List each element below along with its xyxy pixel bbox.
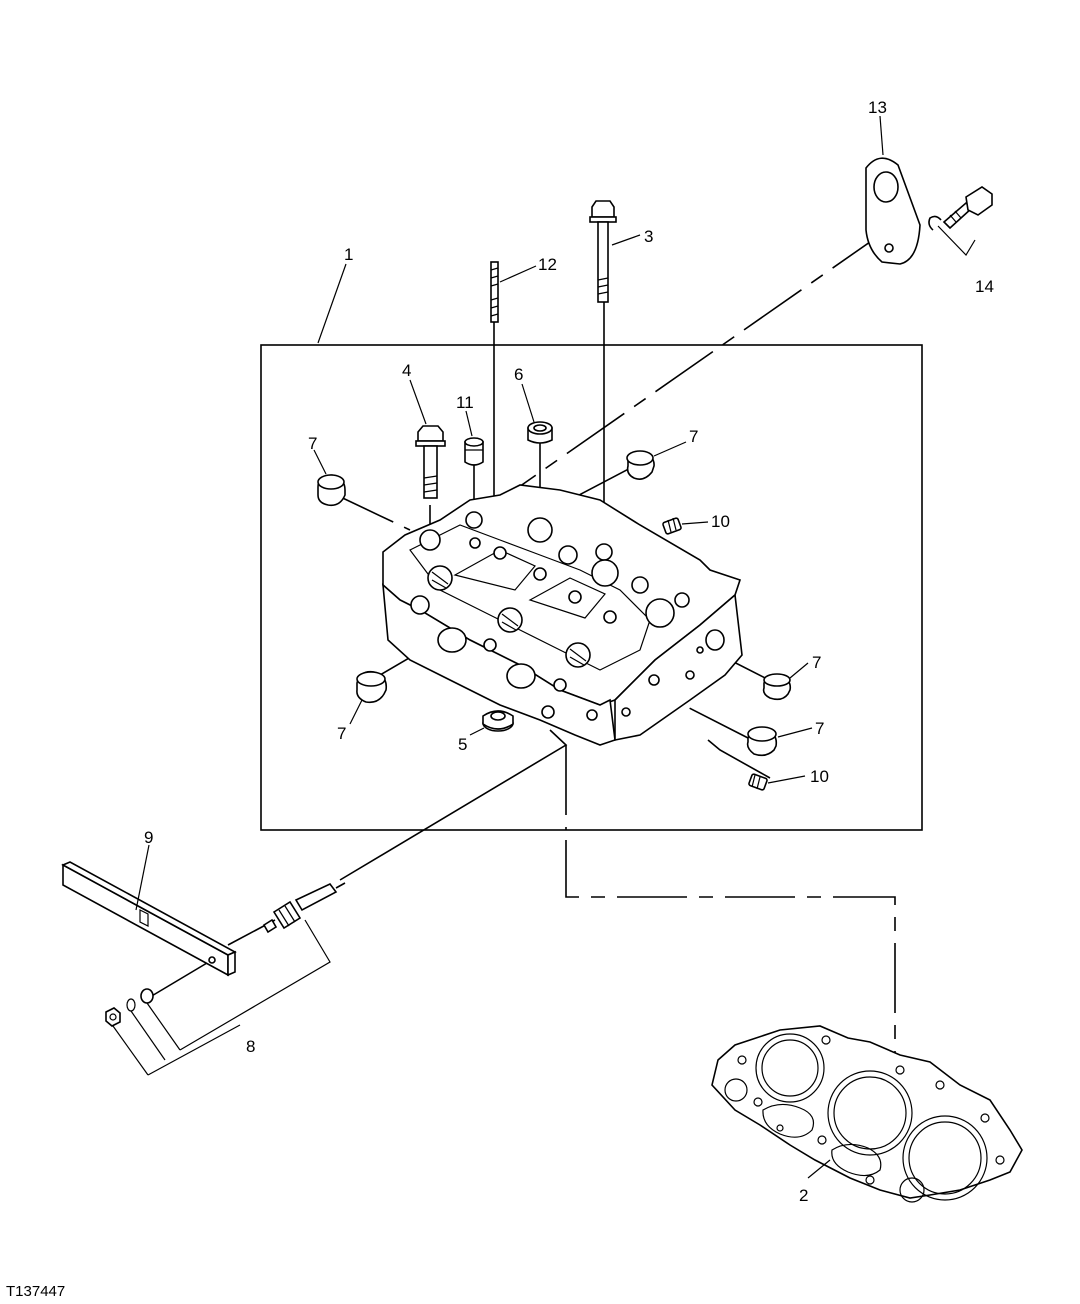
callout-14: 14 <box>975 277 994 296</box>
callout-1: 1 <box>344 245 353 264</box>
callout-7d: 7 <box>812 653 821 672</box>
plug-part-7-lower-right <box>746 726 778 757</box>
stud-part-12 <box>490 261 499 323</box>
callout-8: 8 <box>246 1037 255 1056</box>
seal-part-5 <box>482 710 514 732</box>
cylinder-head-body <box>382 484 743 746</box>
cap-screw-part-4 <box>415 425 446 499</box>
callout-7a: 7 <box>308 434 317 453</box>
callout-4: 4 <box>402 361 411 380</box>
pipe-plug-part-10-lower <box>748 773 768 791</box>
callout-6: 6 <box>514 365 523 384</box>
callout-3: 3 <box>644 227 653 246</box>
callout-12: 12 <box>538 255 557 274</box>
callout-11: 11 <box>456 393 474 412</box>
figure-id: T137447 <box>6 1283 66 1300</box>
callout-7c: 7 <box>337 724 346 743</box>
cap-screw-part-3 <box>589 200 617 303</box>
callout-9: 9 <box>144 828 153 847</box>
bar-part-9 <box>61 861 237 977</box>
bushing-part-6 <box>527 421 553 444</box>
callout-10b: 10 <box>810 767 829 786</box>
callout-7b: 7 <box>689 427 698 446</box>
cap-screw-washer-part-14 <box>928 186 993 256</box>
callout-10a: 10 <box>711 512 730 531</box>
plug-part-7-mid-right <box>762 673 792 701</box>
leader-lines <box>135 115 884 1179</box>
plug-part-7-upper-right <box>626 450 655 480</box>
callout-5: 5 <box>458 735 467 754</box>
head-gasket-part-2 <box>711 1025 1023 1203</box>
plug-part-7-lower-left <box>356 670 388 704</box>
sleeve-part-11 <box>464 437 484 466</box>
pipe-plug-part-10-upper <box>662 517 682 535</box>
glow-plug-part-8 <box>105 882 346 1076</box>
callout-7e: 7 <box>815 719 824 738</box>
callout-labels: 1 2 3 4 5 6 7 7 7 7 7 8 9 10 10 11 12 13… <box>144 98 994 1205</box>
plug-part-7-upper-left <box>317 474 346 507</box>
callout-13: 13 <box>868 98 887 117</box>
callout-2: 2 <box>799 1186 808 1205</box>
lifting-bracket-part-13 <box>865 157 921 265</box>
cylinder-head-kit-frame <box>260 344 923 831</box>
